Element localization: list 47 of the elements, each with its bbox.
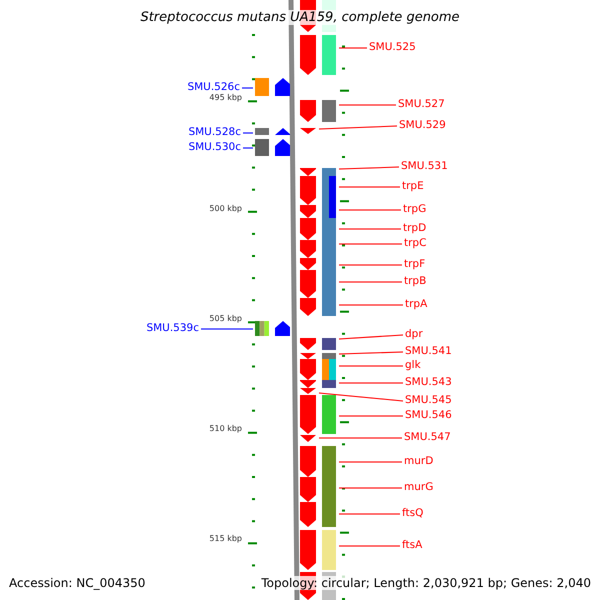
gene-label: ftsA xyxy=(402,539,422,552)
scale-label: 500 kbp xyxy=(209,204,242,214)
gene-label: trpE xyxy=(402,180,424,193)
leader-line xyxy=(242,132,254,134)
scale-label: 495 kbp xyxy=(209,93,242,103)
leader-line xyxy=(318,392,404,402)
leader-line xyxy=(338,186,400,188)
gene-label: SMU.530c xyxy=(188,141,241,154)
gene-label: dpr xyxy=(405,328,423,341)
leader-line xyxy=(200,328,254,330)
gene-label: SMU.529 xyxy=(399,119,446,132)
gene-label: murG xyxy=(404,481,434,494)
gene-label: trpD xyxy=(403,222,426,235)
gene-label: SMU.543 xyxy=(405,376,452,389)
leader-line xyxy=(338,352,404,354)
leader-line xyxy=(338,104,396,106)
leader-line xyxy=(338,382,404,384)
scale-label: 515 kbp xyxy=(209,534,242,544)
gene-label: SMU.528c xyxy=(188,126,241,139)
title: Streptococcus mutans UA159, complete genome xyxy=(140,10,460,25)
leader-line xyxy=(338,264,402,266)
scale-label: 505 kbp xyxy=(209,314,242,324)
gene-label: SMU.545 xyxy=(405,394,452,407)
leader-line xyxy=(318,126,398,130)
gene-label: SMU.527 xyxy=(398,98,445,111)
leader-line xyxy=(338,334,404,340)
gene-label: ftsQ xyxy=(402,507,424,520)
gene-label: murD xyxy=(404,455,434,468)
gene-label: SMU.546 xyxy=(405,409,452,422)
leader-line xyxy=(338,228,402,230)
gene-label: SMU.547 xyxy=(404,431,451,444)
gene-label: SMU.541 xyxy=(405,345,452,358)
leader-line xyxy=(338,304,404,306)
gene-label: trpF xyxy=(404,258,426,271)
gene-label: trpB xyxy=(404,275,426,288)
genome-summary: Topology: circular; Length: 2,030,921 bp; Genes: 2,040 xyxy=(261,576,591,590)
scale-label: 510 kbp xyxy=(209,424,242,434)
gene-label: SMU.539c xyxy=(146,322,199,335)
accession-text: Accession: NC_004350 xyxy=(9,576,146,590)
gene-label: glk xyxy=(405,359,421,372)
gene-label: trpC xyxy=(404,237,426,250)
gene-label: trpA xyxy=(405,298,428,311)
leader-line xyxy=(338,166,400,170)
gene-label: SMU.525 xyxy=(369,41,416,54)
gene-label: SMU.526c xyxy=(187,81,240,94)
gene-label: SMU.531 xyxy=(401,160,448,173)
gene-label: trpG xyxy=(403,203,426,216)
